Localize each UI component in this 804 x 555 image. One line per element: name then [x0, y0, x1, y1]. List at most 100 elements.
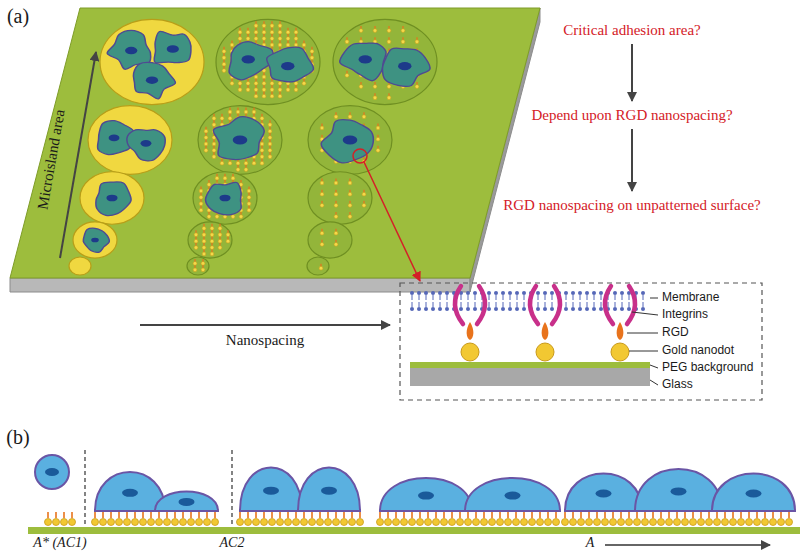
lipid-head	[585, 291, 589, 295]
nanopatterned-microisland	[307, 257, 329, 275]
gold-nanodot	[222, 49, 226, 53]
cell	[267, 47, 314, 82]
rgd-ligand	[295, 512, 297, 518]
lipid-tail	[412, 295, 413, 300]
gold-nanodot	[193, 261, 197, 265]
lipid-tail	[475, 302, 476, 307]
rgd-ligand	[205, 127, 206, 130]
rgd-ligand	[539, 512, 541, 518]
gold-nanodot	[754, 519, 761, 526]
cell-nucleus	[321, 487, 337, 495]
lipid-tail	[573, 295, 574, 300]
rgd-ligand	[263, 72, 264, 75]
rgd-ligand	[263, 85, 264, 88]
microisland-group	[308, 222, 352, 258]
gold-nanodot	[254, 37, 258, 41]
gold-nanodot	[348, 203, 352, 207]
figure-label: A	[586, 535, 595, 551]
lipid-head	[438, 307, 442, 311]
rgd-ligand	[403, 512, 405, 518]
cell-nucleus	[233, 136, 248, 145]
lipid-head	[417, 291, 421, 295]
gold-nanodot	[373, 96, 377, 100]
rgd-ligand	[279, 85, 280, 88]
rgd-ligand	[213, 120, 214, 123]
rgd-ligand	[214, 512, 216, 518]
gold-nanodot	[376, 137, 380, 141]
figure-label: PEG background	[662, 361, 753, 375]
rgd-ligand	[239, 512, 241, 518]
rgd-ligand	[388, 93, 389, 96]
rgd-ligand	[224, 180, 225, 183]
rgd-ligand	[190, 512, 192, 518]
lipid-tail	[503, 295, 504, 300]
rgd-ligand	[374, 37, 375, 40]
cell-nucleus	[596, 490, 612, 498]
gold-nanodot	[310, 56, 314, 60]
lipid-head	[571, 307, 575, 311]
gold-nanodot	[254, 75, 258, 79]
rgd-ligand	[237, 165, 238, 168]
rgd-ligand	[224, 174, 225, 177]
rgd-ligand	[311, 512, 313, 518]
gold-nanodot	[320, 203, 324, 207]
gold-nanodot	[294, 81, 298, 85]
flow-arrow	[631, 129, 633, 191]
rgd-ligand	[363, 201, 364, 204]
rgd-ligand	[531, 512, 533, 518]
gold-nanodot	[642, 519, 649, 526]
gold-microisland	[69, 257, 91, 275]
rgd-ligand	[166, 512, 168, 518]
gold-nanodot	[320, 231, 324, 235]
gold-nanodot	[348, 192, 352, 196]
rgd-ligand	[443, 512, 445, 518]
cell-body	[635, 469, 722, 511]
gold-nanodot	[270, 94, 274, 98]
gold-nanodot	[359, 85, 363, 89]
rgd-ligand	[287, 28, 288, 31]
cell-nucleus	[343, 136, 358, 145]
gold-nanodot	[320, 181, 324, 185]
rgd-ligand	[459, 512, 461, 518]
gold-nanodot	[196, 519, 203, 526]
lipid-head	[522, 291, 526, 295]
question-box: RGD nanospacing on unpatterned surface?	[499, 194, 764, 216]
rgd-ligand	[271, 34, 272, 37]
inset-frame	[400, 283, 762, 400]
rgd-ligand	[700, 512, 702, 518]
gold-nanodot	[236, 110, 240, 114]
gold-nanodot	[505, 519, 512, 526]
rgd-ligand	[55, 512, 57, 518]
lipid-tail	[524, 295, 525, 300]
lipid-head	[571, 291, 575, 295]
rgd-ligand	[211, 249, 212, 252]
gold-nanodot	[415, 85, 419, 89]
rgd-ligand	[343, 512, 345, 518]
gold-nanodot	[461, 343, 479, 361]
rgd-ligand	[219, 230, 220, 233]
rgd-ligand	[237, 107, 238, 110]
question-text: Depend upon RGD nanospacing?	[531, 106, 732, 124]
gold-nanodot	[210, 233, 214, 237]
cell-nucleus	[418, 492, 434, 500]
cell-nucleus	[671, 487, 687, 495]
gold-microisland	[73, 222, 117, 258]
rgd-ligand	[320, 264, 321, 267]
lipid-head	[438, 291, 442, 295]
rgd-ligand	[245, 107, 246, 110]
lipid-tail	[433, 302, 434, 307]
cell-nucleus	[146, 76, 158, 83]
lipid-head	[445, 291, 449, 295]
microisland-group	[307, 257, 329, 275]
rgd-ligand	[295, 28, 296, 31]
lipid-tail	[615, 295, 616, 300]
lipid-head	[466, 291, 470, 295]
gold-nanodot	[449, 519, 456, 526]
lipid-tail	[482, 302, 483, 307]
figure-label: AC2	[220, 535, 245, 551]
rgd-ligand	[321, 178, 322, 181]
lipid-head	[459, 307, 463, 311]
rgd-ligand	[684, 512, 686, 518]
lipid-head	[445, 307, 449, 311]
rgd-ligand	[200, 206, 201, 209]
